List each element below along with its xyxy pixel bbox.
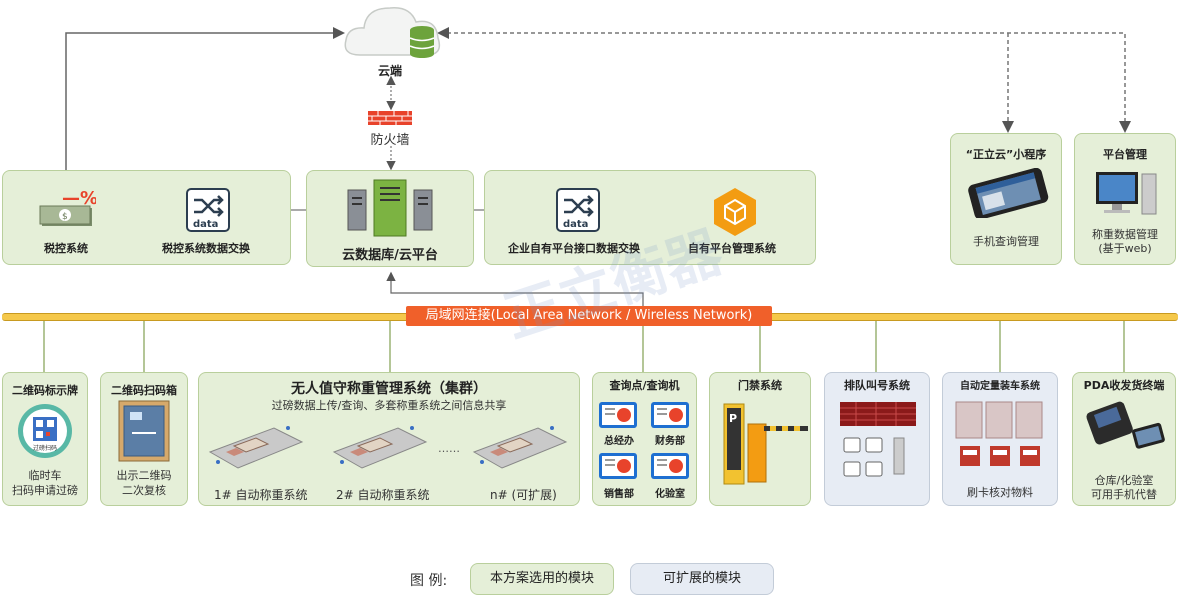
pda-title: PDA收发货终端	[1083, 379, 1165, 392]
query-item-3: 销售部	[604, 489, 634, 500]
percent-sign: —%	[62, 188, 96, 209]
loading-caption: 刷卡核对物料	[967, 486, 1033, 499]
query-item-4: 化验室	[655, 489, 685, 500]
truck-icons	[960, 446, 1040, 466]
platform-mgmt-caption-1: 称重数据管理	[1092, 228, 1158, 241]
platform-hexagon-icon	[710, 186, 760, 236]
data-exchange-icon-2: data	[556, 188, 600, 232]
database-icon	[409, 26, 435, 58]
cloud-icon	[340, 0, 450, 64]
legend-prefix: 图 例:	[410, 573, 448, 589]
loading-module[interactable]	[942, 372, 1058, 506]
pda-caption-2: 可用手机代替	[1091, 488, 1157, 501]
qr-sign-title: 二维码标示牌	[12, 384, 78, 397]
svg-text:……: ……	[438, 442, 460, 455]
monitor-chart-icon	[650, 452, 690, 480]
network-label: 局域网连接(Local Area Network / Wireless Netw…	[406, 306, 772, 326]
tax-money-icon: —% $	[38, 186, 98, 230]
firewall-label: 防火墙	[370, 133, 410, 148]
weighbridge-scales: ……	[208, 426, 568, 469]
scale-2-label: 2# 自动称重系统	[336, 488, 430, 502]
scale-n-label: n# (可扩展)	[490, 488, 557, 502]
enterprise-interface-label: 企业自有平台接口数据交换	[508, 242, 640, 255]
qr-box-title: 二维码扫码箱	[111, 384, 177, 397]
qr-sign-caption-1: 临时车	[28, 469, 62, 482]
seat-icons	[843, 437, 883, 477]
query-module[interactable]	[592, 372, 697, 506]
legend-expandable: 可扩展的模块	[630, 563, 774, 595]
scale-1-label: 1# 自动称重系统	[214, 488, 308, 502]
svg-text:data: data	[193, 219, 218, 230]
qr-sign-caption-2: 扫码申请过磅	[12, 484, 78, 497]
pda-device-icon	[1086, 401, 1165, 449]
truck-scale-icon	[208, 426, 304, 469]
mini-program-title: “正立云”小程序	[965, 148, 1047, 161]
monitor-chart-icon	[650, 401, 690, 429]
server-icon	[344, 178, 436, 238]
svg-text:过磅扫码: 过磅扫码	[33, 444, 57, 452]
qr-scanner-box-icon	[118, 400, 170, 462]
truck-scale-icon	[332, 426, 428, 469]
tax-data-exchange-label: 税控系统数据交换	[162, 242, 250, 255]
legend-selected: 本方案选用的模块	[470, 563, 614, 595]
network-db-link	[386, 271, 644, 308]
query-item-2: 财务部	[655, 436, 685, 447]
data-exchange-icon: data	[186, 188, 230, 232]
monitor-chart-icon	[598, 452, 638, 480]
cloud-label: 云端	[377, 64, 402, 78]
pda-caption-1: 仓库/化验室	[1094, 474, 1154, 487]
firewall-icon	[368, 110, 412, 125]
queue-title: 排队叫号系统	[844, 379, 910, 392]
truck-scale-icon	[472, 426, 568, 469]
monitor-chart-icon	[598, 401, 638, 429]
query-item-1: 总经办	[604, 436, 634, 447]
cloud-db-label: 云数据库/云平台	[342, 248, 438, 263]
svg-text:data: data	[563, 219, 588, 230]
svg-text:$: $	[62, 212, 68, 222]
loading-title: 自动定量装车系统	[960, 381, 1040, 392]
cloud-right-link	[437, 27, 1131, 133]
platform-mgmt-caption-2: (基于web)	[1098, 242, 1152, 255]
unmanned-subtitle: 过磅数据上传/查询、多套称重系统之间信息共享	[271, 399, 507, 412]
queue-display-icon	[840, 402, 916, 477]
qr-box-caption-2: 二次复核	[122, 484, 166, 497]
svg-text:P: P	[729, 412, 737, 425]
platform-mgmt-title: 平台管理	[1103, 148, 1147, 161]
enterprise-platform-label: 自有平台管理系统	[688, 242, 776, 255]
tax-control-label: 税控系统	[44, 242, 88, 255]
phone-icon	[964, 167, 1050, 220]
mini-program-caption: 手机查询管理	[973, 235, 1039, 248]
qr-box-caption-1: 出示二维码	[116, 469, 172, 482]
gate-title: 门禁系统	[738, 379, 782, 392]
qr-sign-icon: 过磅扫码	[12, 402, 78, 460]
tax-cloud-link	[60, 27, 345, 196]
enterprise-module[interactable]	[484, 170, 816, 265]
query-title: 查询点/查询机	[609, 379, 680, 392]
silo-truck-icon	[955, 401, 1043, 466]
network-drops	[43, 320, 1125, 372]
barrier-gate-icon: P	[723, 403, 808, 485]
unmanned-title: 无人值守称重管理系统（集群）	[291, 381, 487, 397]
computer-icon	[1094, 168, 1160, 218]
